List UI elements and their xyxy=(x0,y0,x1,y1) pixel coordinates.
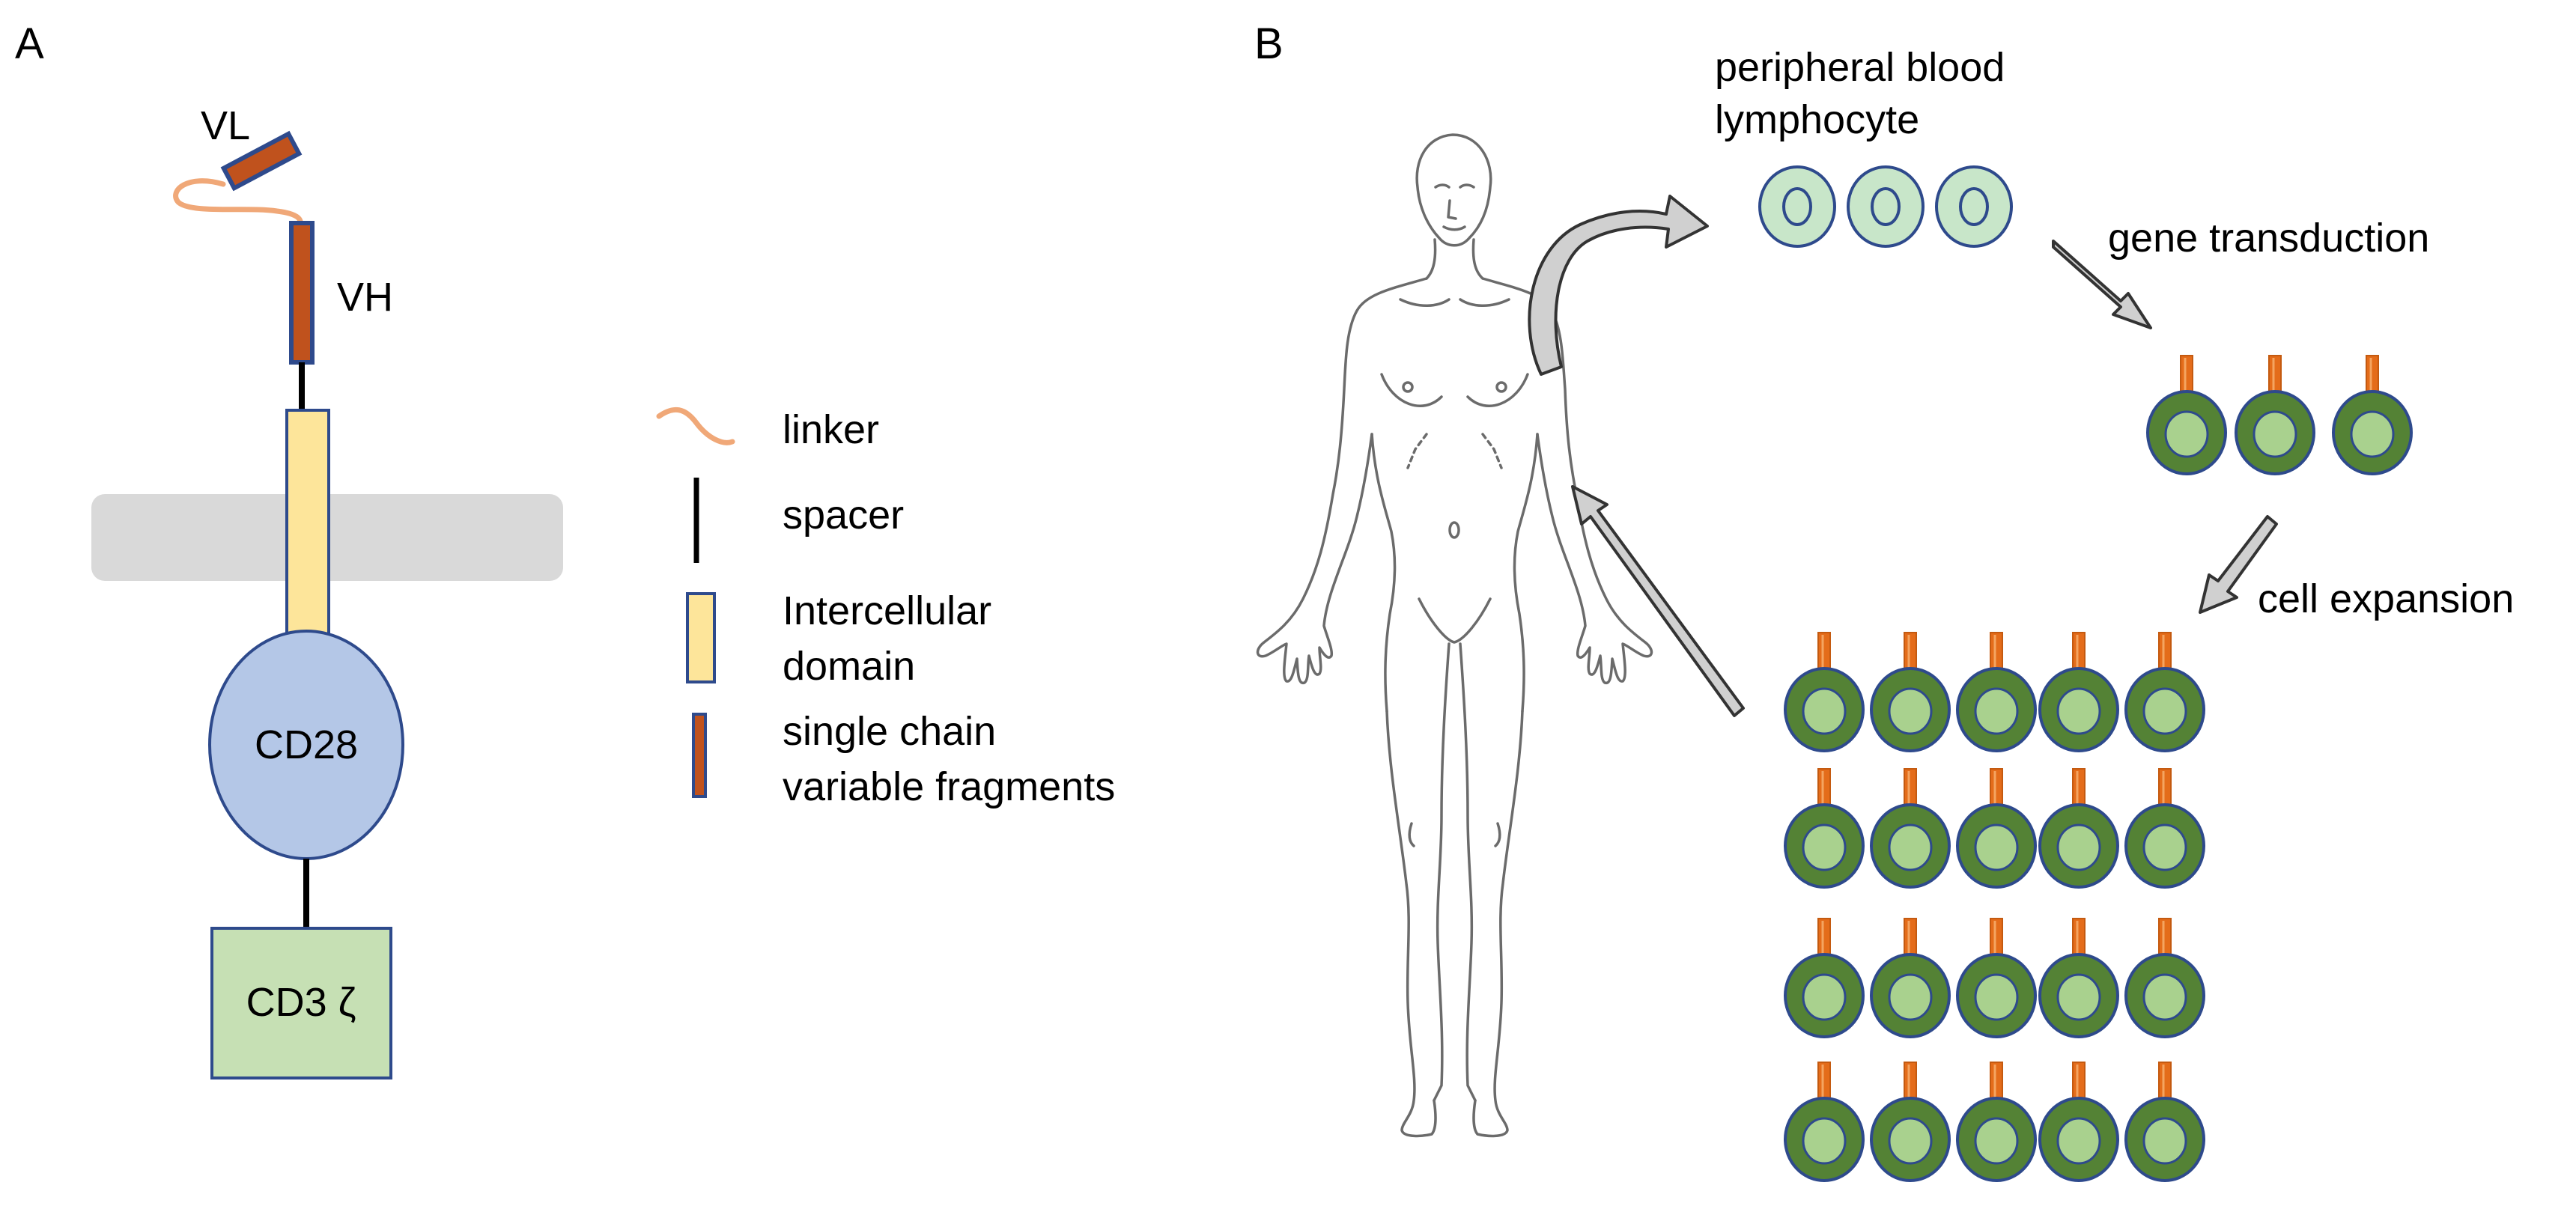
car-t-cell xyxy=(1956,1061,2037,1182)
car-t-cell xyxy=(1870,1061,1951,1182)
vl-label: VL xyxy=(201,103,250,148)
lymphocyte xyxy=(1847,165,1925,248)
panel-a-letter: A xyxy=(15,19,44,68)
legend: linker spacer Intercellular domain singl… xyxy=(656,406,1115,809)
panel-b-letter: B xyxy=(1254,19,1284,68)
lymphocyte-row xyxy=(1758,165,2013,248)
car-t-cell xyxy=(1870,767,1951,889)
car-t-cell xyxy=(1784,631,1865,752)
curved-arrow-blood-draw xyxy=(1528,195,1709,376)
linker-curve xyxy=(173,178,303,229)
car-t-cell xyxy=(1784,1061,1865,1182)
legend-scfv-label-1: single chain xyxy=(783,709,996,754)
car-t-cell xyxy=(2038,1061,2119,1182)
car-t-cell xyxy=(2332,354,2413,475)
car-t-cell xyxy=(1956,767,2037,889)
intercellular-domain xyxy=(285,409,330,636)
legend-domain-label-1: Intercellular xyxy=(783,588,991,633)
vl-fragment xyxy=(220,130,303,192)
cd3-zeta-domain xyxy=(210,927,392,1079)
step2-label: gene transduction xyxy=(2108,216,2429,261)
expanded-cell-grid xyxy=(1784,631,2205,1182)
legend-spacer-label: spacer xyxy=(783,493,904,538)
car-t-cell xyxy=(1870,917,1951,1038)
car-t-cell xyxy=(2124,631,2205,752)
legend-scfv-label-2: variable fragments xyxy=(783,764,1115,809)
transduced-cell-row xyxy=(2146,354,2413,475)
legend-linker-label: linker xyxy=(783,407,879,452)
human-body-outline xyxy=(1256,133,1653,1138)
car-t-cell xyxy=(2124,767,2205,889)
vh-label: VH xyxy=(337,275,393,320)
car-t-cell xyxy=(1956,917,2037,1038)
car-t-cell xyxy=(2038,917,2119,1038)
car-t-cell xyxy=(1784,917,1865,1038)
car-t-cell xyxy=(2235,354,2315,475)
domain-rect-icon xyxy=(686,592,716,683)
car-t-cell xyxy=(2146,354,2227,475)
scfv-rect-icon xyxy=(692,713,707,798)
step3-label: cell expansion xyxy=(2258,576,2514,621)
car-t-cell xyxy=(2038,631,2119,752)
cd28-label: CD28 xyxy=(255,722,358,767)
car-t-cell xyxy=(2038,767,2119,889)
car-t-cell xyxy=(2124,917,2205,1038)
lymphocyte xyxy=(1758,165,1836,248)
car-t-cell xyxy=(1784,767,1865,889)
step1-label-line2: lymphocyte xyxy=(1715,97,1919,142)
arrow-gene-transduction xyxy=(2052,240,2152,329)
lymphocyte xyxy=(1935,165,2013,248)
arrow-cell-expansion xyxy=(2199,515,2278,614)
arrow-infusion xyxy=(1571,485,1745,717)
vh-fragment xyxy=(289,221,315,365)
car-t-cell xyxy=(1956,631,2037,752)
step1-label-line1: peripheral blood xyxy=(1715,45,2005,90)
linker-curve-icon xyxy=(656,406,735,445)
cd3-zeta-label: CD3 ζ xyxy=(246,980,356,1025)
car-t-cell xyxy=(2124,1061,2205,1182)
legend-domain-label-2: domain xyxy=(783,644,915,689)
car-t-cell xyxy=(1870,631,1951,752)
